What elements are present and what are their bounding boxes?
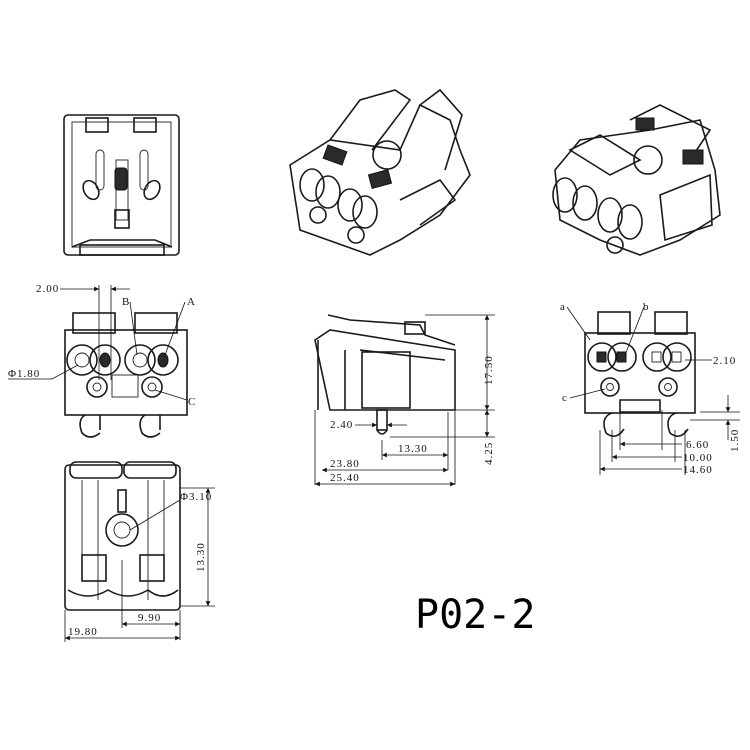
mid-span-dimension: 10.00 xyxy=(683,452,713,464)
side-height-dimension: 17.50 xyxy=(483,355,495,385)
hole-diameter-dimension: Φ1.80 xyxy=(8,368,40,380)
side-view: 17.50 4.25 2.40 13.30 23.80 25.40 xyxy=(314,314,495,487)
total-length-dimension: 25.40 xyxy=(330,472,360,484)
foot-height-dimension: 1.50 xyxy=(729,429,741,452)
model-title: P02-2 xyxy=(415,592,535,638)
label-a-lower: a xyxy=(560,301,566,313)
bottom-height-dimension: 13.30 xyxy=(195,542,207,572)
pin-length-dimension: 4.25 xyxy=(483,442,495,465)
label-b-lower: b xyxy=(643,301,650,313)
outer-span-dimension: 14.60 xyxy=(683,464,713,476)
center-hole-diameter: Φ3.10 xyxy=(180,491,212,503)
top-view xyxy=(63,114,180,256)
pin-offset-dimension: 2.40 xyxy=(330,419,353,431)
slot-width-dimension: 2.10 xyxy=(713,355,736,367)
half-width-dimension: 9.90 xyxy=(138,612,161,624)
label-a: A xyxy=(187,296,196,308)
bottom-view: Φ3.10 13.30 9.90 19.80 xyxy=(64,461,215,642)
label-c-lower: c xyxy=(562,392,568,404)
total-width-dimension: 19.80 xyxy=(68,626,98,638)
pitch-dimension: 2.00 xyxy=(36,283,59,295)
isometric-view-2 xyxy=(552,104,721,256)
front-view-left: 2.00 B A Φ1.80 C xyxy=(8,283,196,438)
body-length-dimension: 23.80 xyxy=(330,458,360,470)
label-c: C xyxy=(188,396,196,408)
inner-span-dimension: 6.60 xyxy=(686,439,709,451)
isometric-view-1 xyxy=(289,88,471,256)
pin-distance-dimension: 13.30 xyxy=(398,443,428,455)
label-b: B xyxy=(122,296,130,308)
front-view-right: a b 2.10 c 6.60 10.00 14.60 1.50 xyxy=(560,301,741,476)
